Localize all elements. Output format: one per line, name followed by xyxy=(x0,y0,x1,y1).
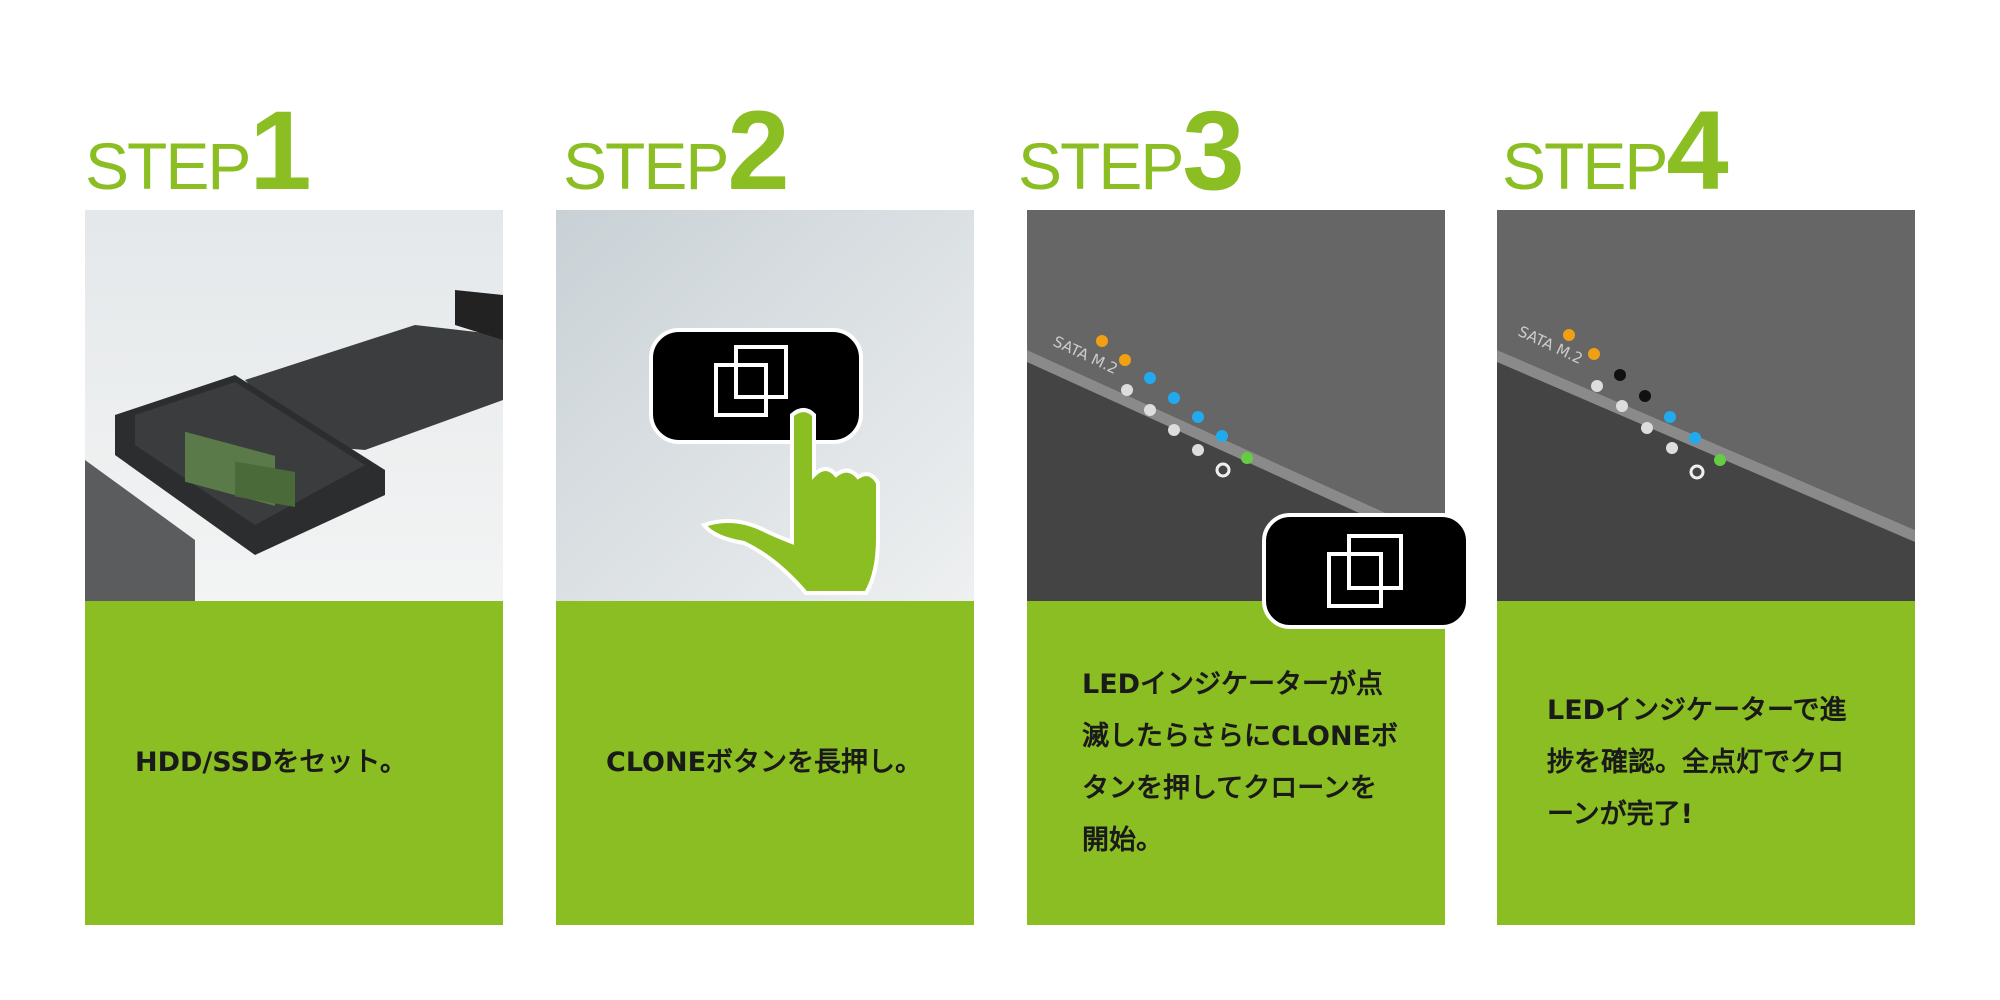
caption-text: HDD/SSDをセット。 xyxy=(135,747,407,778)
pointing-hand-icon xyxy=(700,408,880,595)
step-1-panel: HDD/SSDをセット。 xyxy=(85,210,503,925)
step-number: 2 xyxy=(727,88,790,213)
led-row xyxy=(1563,329,1726,480)
clone-button-icon xyxy=(1262,513,1470,629)
step-number: 3 xyxy=(1182,88,1245,213)
led-row xyxy=(1096,335,1253,478)
step-2-panel: CLONEボタンを長押し。 xyxy=(556,210,974,925)
step-number: 1 xyxy=(249,88,312,213)
clone-button-icon xyxy=(649,328,863,444)
caption-text: LEDインジケーターが点滅したらさらにCLONEボタンを押してクローンを開始。 xyxy=(1082,669,1399,856)
step-4-panel: SATA M.2 LEDインジケーターで進捗を確認。全点灯でクローンが完了! xyxy=(1497,210,1915,925)
caption-text: LEDインジケーターで進捗を確認。全点灯でクローンが完了! xyxy=(1547,695,1847,830)
step-3-caption: LEDインジケーターが点滅したらさらにCLONEボタンを押してクローンを開始。 xyxy=(1027,601,1445,925)
step-2-caption: CLONEボタンを長押し。 xyxy=(556,601,974,925)
step-word: STEP xyxy=(563,129,729,203)
step-3-title: STEP3 xyxy=(1018,95,1245,207)
clone-button-illustration xyxy=(556,210,974,601)
step-4-caption: LEDインジケーターで進捗を確認。全点灯でクローンが完了! xyxy=(1497,601,1915,925)
device-photo xyxy=(85,210,503,601)
step-number: 4 xyxy=(1666,88,1729,213)
step-1-title: STEP1 xyxy=(85,95,312,207)
step-3-panel: SATA M.2 LEDインジケーターが点滅したらさらにCLONEボタンを押して… xyxy=(1027,210,1470,925)
step-word: STEP xyxy=(1502,129,1668,203)
led-indicator-photo: SATA M.2 xyxy=(1497,210,1915,601)
caption-text: CLONEボタンを長押し。 xyxy=(606,747,923,778)
step-word: STEP xyxy=(85,129,251,203)
step-word: STEP xyxy=(1018,129,1184,203)
step-2-title: STEP2 xyxy=(563,95,790,207)
step-4-title: STEP4 xyxy=(1502,95,1729,207)
step-1-caption: HDD/SSDをセット。 xyxy=(85,601,503,925)
